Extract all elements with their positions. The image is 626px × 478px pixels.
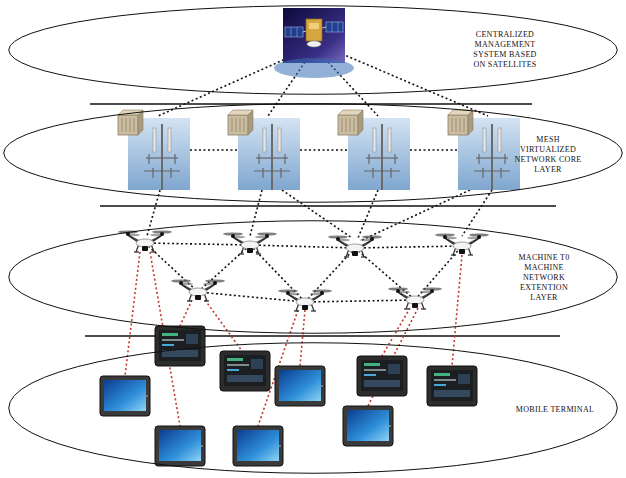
layer-label: MACHINE T0 MACHINE NETWORK EXTENTION LAY… [514, 253, 574, 303]
layer-label: MOBILE TERMINAL [507, 405, 603, 415]
layer-separator [85, 104, 560, 336]
layer-label-box: CENTRALIZED MANAGEMENT SYSTEM BASED ON S… [470, 30, 540, 70]
core-drone-link [147, 190, 492, 240]
terminal-link [125, 252, 462, 426]
layer-label-box: MACHINE T0 MACHINE NETWORK EXTENTION LAY… [514, 253, 574, 303]
satellite-picture [274, 8, 354, 78]
layer-label: CENTRALIZED MANAGEMENT SYSTEM BASED ON S… [470, 30, 540, 70]
core-antenna [118, 110, 520, 190]
layer-ellipse: MOBILE TERMINAL [8, 342, 618, 474]
layer-ellipse: MESH VIRTUALIZED NETWORK CORE LAYER [3, 103, 623, 203]
layer-ellipse: MACHINE T0 MACHINE NETWORK EXTENTION LAY… [8, 220, 618, 334]
layer-label-box: MOBILE TERMINAL [507, 405, 603, 415]
ellipse-border [9, 221, 618, 334]
ellipse-border [9, 6, 618, 95]
core-mesh-link [190, 150, 458, 151]
layer-label: MESH VIRTUALIZED NETWORK CORE LAYER [512, 135, 584, 175]
drone-icon [118, 230, 489, 311]
ellipse-border [9, 343, 618, 474]
layer-ellipse: CENTRALIZED MANAGEMENT SYSTEM BASED ON S… [8, 5, 618, 95]
layer-label-box: MESH VIRTUALIZED NETWORK CORE LAYER [512, 135, 584, 175]
ellipse-border [4, 104, 623, 203]
drone-mesh-link [145, 243, 462, 302]
